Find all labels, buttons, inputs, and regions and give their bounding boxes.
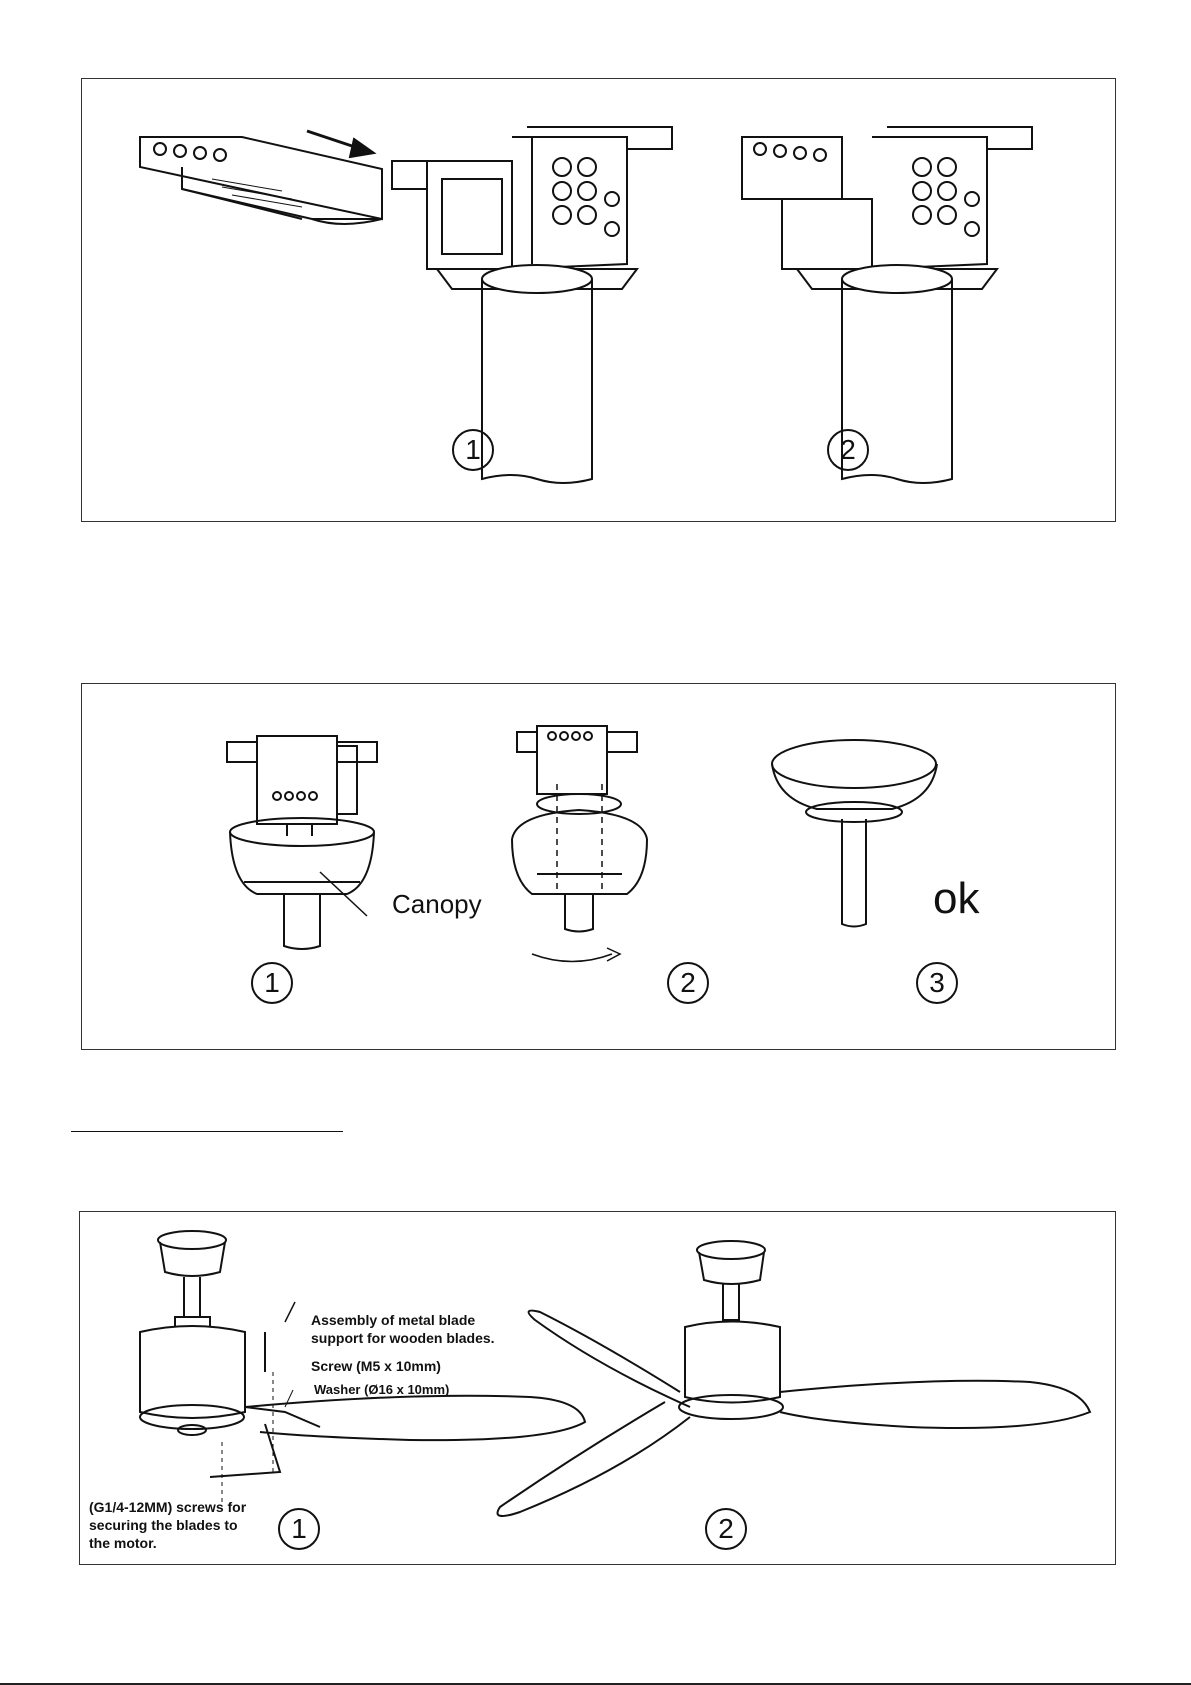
canopy-drawing	[82, 684, 1117, 1051]
annotation-blade-screws-line1: (G1/4-12MM) screws for	[89, 1498, 246, 1516]
annotation-blade-screws-line3: the motor.	[89, 1534, 246, 1552]
mounting-bracket-2	[742, 127, 1032, 483]
canopy-label: Canopy	[392, 889, 482, 920]
annotation-blade-screws: (G1/4-12MM) screws for securing the blad…	[89, 1498, 246, 1552]
step-number-1: 1	[251, 962, 293, 1004]
diagram-panel-terminal-block: 1 2	[81, 78, 1116, 522]
step-number-2: 2	[667, 962, 709, 1004]
step-number-2: 2	[827, 429, 869, 471]
rotate-arrow-icon	[532, 948, 620, 962]
mounting-bracket-1	[392, 127, 672, 483]
canopy-step-2	[512, 726, 647, 962]
step-number-1: 1	[452, 429, 494, 471]
canopy-step-1	[227, 736, 377, 949]
annotation-blade-support-line1: Assembly of metal blade	[311, 1311, 495, 1329]
section-heading-underline	[71, 1131, 343, 1132]
diagram-panel-canopy: Canopy ok 1 2 3	[81, 683, 1116, 1050]
terminal-block-loose	[140, 137, 382, 224]
terminal-block-drawing	[82, 79, 1117, 523]
diagram-panel-blade-assembly: Assembly of metal blade support for wood…	[79, 1211, 1116, 1565]
annotation-blade-screws-line2: securing the blades to	[89, 1516, 246, 1534]
ok-label: ok	[933, 874, 979, 924]
step-number-2: 2	[705, 1508, 747, 1550]
annotation-blade-support: Assembly of metal blade support for wood…	[311, 1311, 495, 1347]
step-number-3: 3	[916, 962, 958, 1004]
annotation-washer: Washer (Ø16 x 10mm)	[314, 1381, 449, 1399]
step-number-1: 1	[278, 1508, 320, 1550]
canopy-step-3	[772, 740, 937, 927]
arrow-icon	[307, 131, 374, 157]
annotation-screw: Screw (M5 x 10mm)	[311, 1357, 441, 1375]
fan-step-2	[498, 1241, 1091, 1516]
annotation-blade-support-line2: support for wooden blades.	[311, 1329, 495, 1347]
